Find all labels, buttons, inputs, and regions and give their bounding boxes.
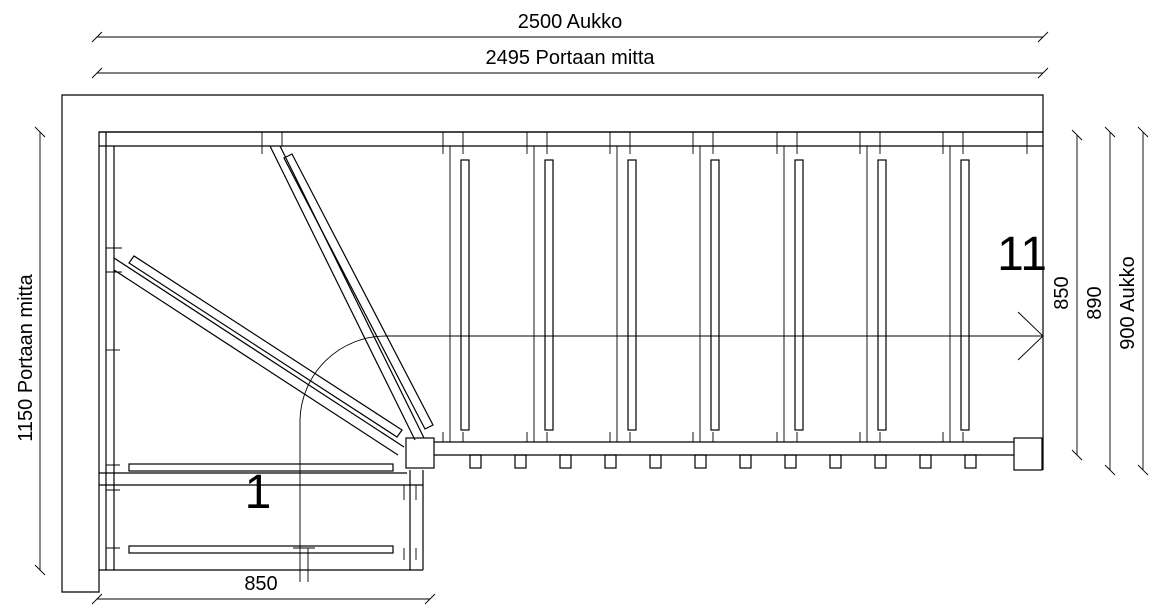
walking-line bbox=[293, 311, 1044, 582]
top-dimension-2500: 2500 Aukko bbox=[91, 11, 1049, 43]
baluster-blocks bbox=[469, 454, 977, 469]
straight-treads bbox=[442, 132, 1028, 442]
bottom-treads bbox=[128, 463, 417, 560]
right-dimension-850: 850 bbox=[1051, 129, 1083, 461]
right-890-label: 890 bbox=[1084, 286, 1106, 319]
newel-post-end bbox=[1013, 437, 1043, 471]
stair-depth-label: 1150 Portaan mitta bbox=[15, 273, 37, 441]
bottom-dimension-850: 850 bbox=[91, 573, 436, 605]
left-dimension-1150: 1150 Portaan mitta bbox=[15, 126, 46, 576]
right-opening-label: 900 Aukko bbox=[1117, 256, 1139, 349]
right-850-label: 850 bbox=[1051, 276, 1073, 309]
step-number-last: 11 bbox=[997, 228, 1047, 281]
winder-treads bbox=[106, 132, 434, 549]
stair-width-label: 2495 Portaan mitta bbox=[486, 47, 656, 69]
bottom-width-label: 850 bbox=[244, 573, 277, 595]
newel-post-corner bbox=[405, 437, 435, 469]
opening-width-label: 2500 Aukko bbox=[518, 11, 623, 33]
stair-frame bbox=[99, 131, 1044, 571]
step-number-first: 1 bbox=[245, 466, 272, 519]
top-dimension-2495: 2495 Portaan mitta bbox=[91, 47, 1049, 79]
right-dimension-890: 890 bbox=[1084, 126, 1116, 476]
right-dimension-900: 900 Aukko bbox=[1117, 126, 1149, 476]
